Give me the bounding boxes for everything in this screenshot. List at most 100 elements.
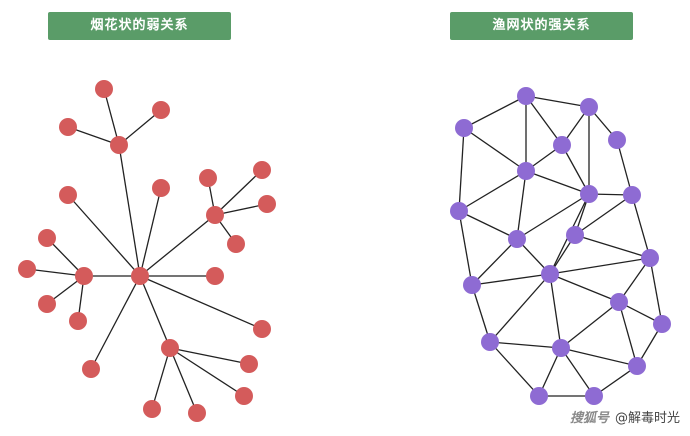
weak-tie-node [152,101,170,119]
weak-tie-edge [139,275,171,349]
weak-tie-node [143,400,161,418]
weak-tie-node [82,360,100,378]
weak-tie-node [59,186,77,204]
strong-tie-edge [458,170,527,212]
weak-tie-edge [139,214,216,277]
strong-tie-node [641,249,659,267]
weak-tie-node [253,320,271,338]
strong-tie-edge [463,95,527,129]
strong-tie-edge [574,194,633,236]
strong-tie-node [530,387,548,405]
weak-tie-edge [169,347,198,414]
strong-tie-node [608,131,626,149]
weak-tie-node [240,355,258,373]
fishnet-network [450,87,671,405]
strong-tie-node [628,357,646,375]
strong-tie-node [463,276,481,294]
strong-tie-edge [458,210,518,240]
weak-tie-edge [90,275,141,370]
weak-tie-edge [169,347,250,365]
weak-tie-node [38,295,56,313]
watermark: 搜狐号 @解毒时光 [570,407,680,426]
strong-tie-edge [458,210,473,286]
strong-tie-edge [458,127,465,212]
weak-tie-edge [67,126,120,146]
strong-tie-node [450,202,468,220]
strong-tie-node [553,136,571,154]
weak-tie-node [161,339,179,357]
strong-tie-node [566,226,584,244]
weak-tie-node [38,229,56,247]
watermark-brand: 搜狐号 [569,411,609,426]
strong-tie-node [541,265,559,283]
strong-tie-node [455,119,473,137]
watermark-author: @解毒时光 [614,411,680,426]
strong-tie-edge [463,127,527,172]
strong-tie-edge [560,301,620,349]
weak-tie-node [18,260,36,278]
strong-tie-edge [516,193,590,240]
weak-tie-node [95,80,113,98]
strong-tie-node [517,87,535,105]
strong-tie-edge [489,341,540,397]
strong-tie-node [610,293,628,311]
strong-tie-node [517,162,535,180]
strong-tie-edge [561,144,590,195]
strong-tie-edge [516,170,527,240]
weak-tie-node [199,169,217,187]
strong-tie-node [481,333,499,351]
weak-tie-node [69,312,87,330]
strong-tie-edge [560,347,595,397]
strong-tie-edge [471,284,491,343]
strong-tie-node [552,339,570,357]
strong-tie-node [508,230,526,248]
strong-tie-node [653,315,671,333]
strong-tie-node [623,186,641,204]
weak-tie-edge [169,347,245,397]
weak-tie-node [206,267,224,285]
strong-tie-edge [525,170,590,195]
strong-tie-edge [618,301,638,367]
weak-tie-edge [26,268,85,277]
weak-tie-edge [103,88,120,146]
strong-tie-edge [525,95,563,146]
strong-tie-node [580,98,598,116]
strong-tie-edge [489,273,551,343]
weak-tie-edge [214,169,263,216]
strong-tie-edge [631,194,651,259]
strong-tie-edge [471,273,551,286]
strong-tie-edge [549,257,651,275]
strong-tie-node [585,387,603,405]
weak-tie-node [75,267,93,285]
strong-tie-edge [649,257,663,325]
weak-tie-node [131,267,149,285]
strong-tie-edge [489,341,562,349]
weak-tie-node [206,206,224,224]
weak-tie-node [110,136,128,154]
strong-tie-edge [616,139,633,196]
weak-tie-edge [151,347,171,410]
weak-tie-node [253,161,271,179]
strong-tie-edge [525,95,590,108]
weak-tie-edge [118,144,141,277]
weak-tie-edge [118,109,162,146]
strong-tie-edge [471,238,518,286]
weak-ties-title: 烟花状的弱关系 [48,12,231,40]
strong-tie-edge [560,347,638,367]
weak-tie-node [188,404,206,422]
weak-tie-edge [139,187,162,277]
strong-tie-edge [549,273,562,349]
strong-tie-edge [574,234,651,259]
weak-tie-node [59,118,77,136]
weak-tie-edge [139,275,263,330]
firework-network [18,80,276,422]
strong-ties-title: 渔网状的强关系 [450,12,633,40]
strong-tie-node [580,185,598,203]
weak-tie-node [258,195,276,213]
weak-tie-node [227,235,245,253]
strong-tie-edge [549,273,620,303]
weak-tie-node [152,179,170,197]
weak-tie-edge [67,194,141,277]
weak-tie-node [235,387,253,405]
